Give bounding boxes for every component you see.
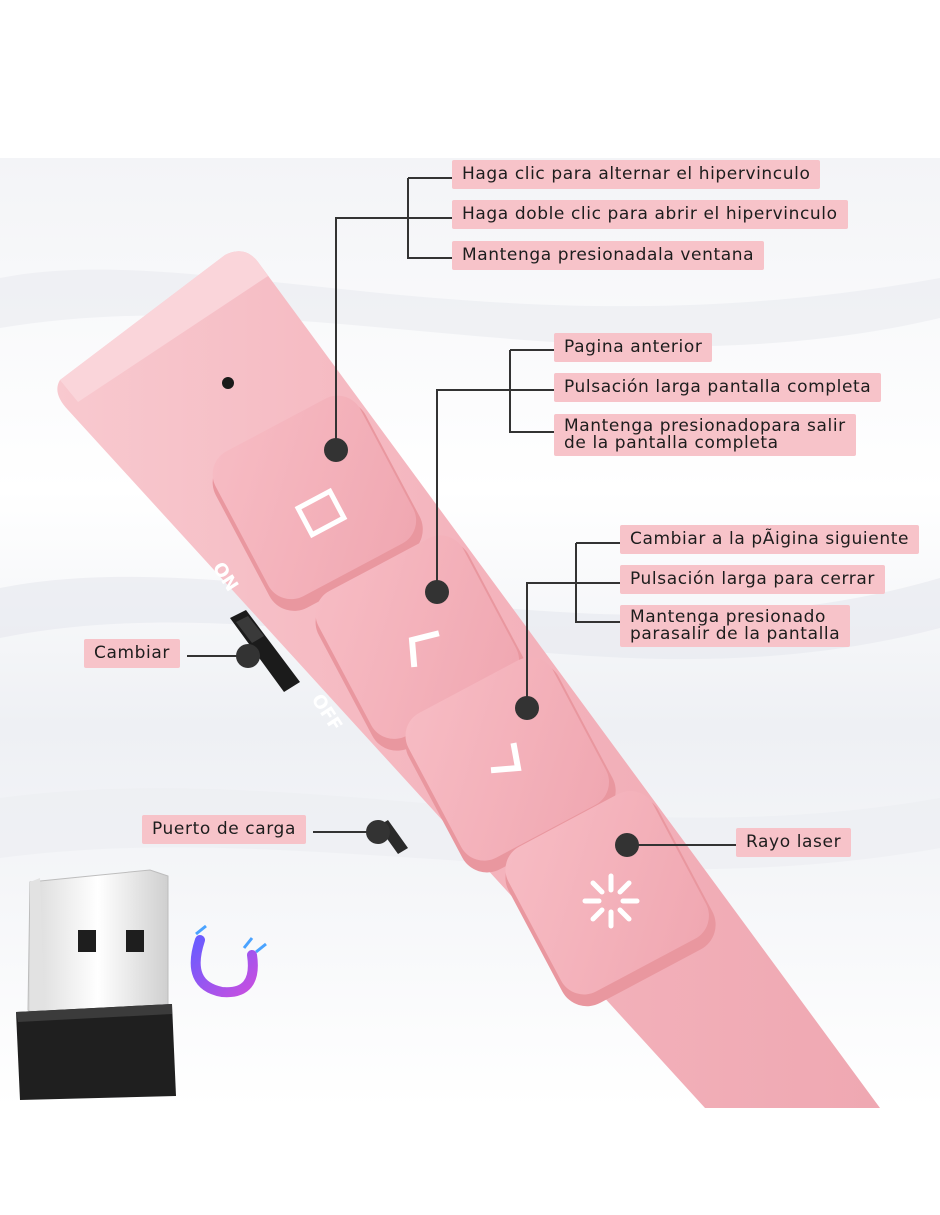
callout-hold-exit-screen-line2: parasalir de la pantalla [630, 624, 841, 644]
callout-laser: Rayo laser [736, 828, 852, 857]
callout-click-toggle-link: Haga clic para alternar el hipervinculo [452, 160, 821, 189]
callout-long-press-fullscreen: Pulsación larga pantalla completa [554, 373, 882, 402]
callout-hold-exit-fullscreen-line1: Mantenga presionadopara salir [564, 416, 846, 436]
callout-hold-exit-fullscreen: Mantenga presionadopara salir de la pant… [554, 414, 856, 456]
callout-charging-port: Puerto de carga [142, 815, 306, 844]
callout-previous-page: Pagina anterior [554, 333, 713, 362]
callout-double-click-open-link: Haga doble clic para abrir el hipervincu… [452, 200, 848, 229]
callout-hold-exit-fullscreen-line2: de la pantalla completa [564, 433, 779, 453]
callout-switch: Cambiar [84, 639, 180, 668]
callout-long-press-close: Pulsación larga para cerrar [620, 565, 885, 594]
callout-hold-exit-screen-line1: Mantenga presionado [630, 607, 827, 627]
callout-next-page: Cambiar a la pÃigina siguiente [620, 525, 920, 554]
callout-hold-exit-screen: Mantenga presionado parasalir de la pant… [620, 605, 851, 647]
callout-hold-window: Mantenga presionadala ventana [452, 241, 765, 270]
